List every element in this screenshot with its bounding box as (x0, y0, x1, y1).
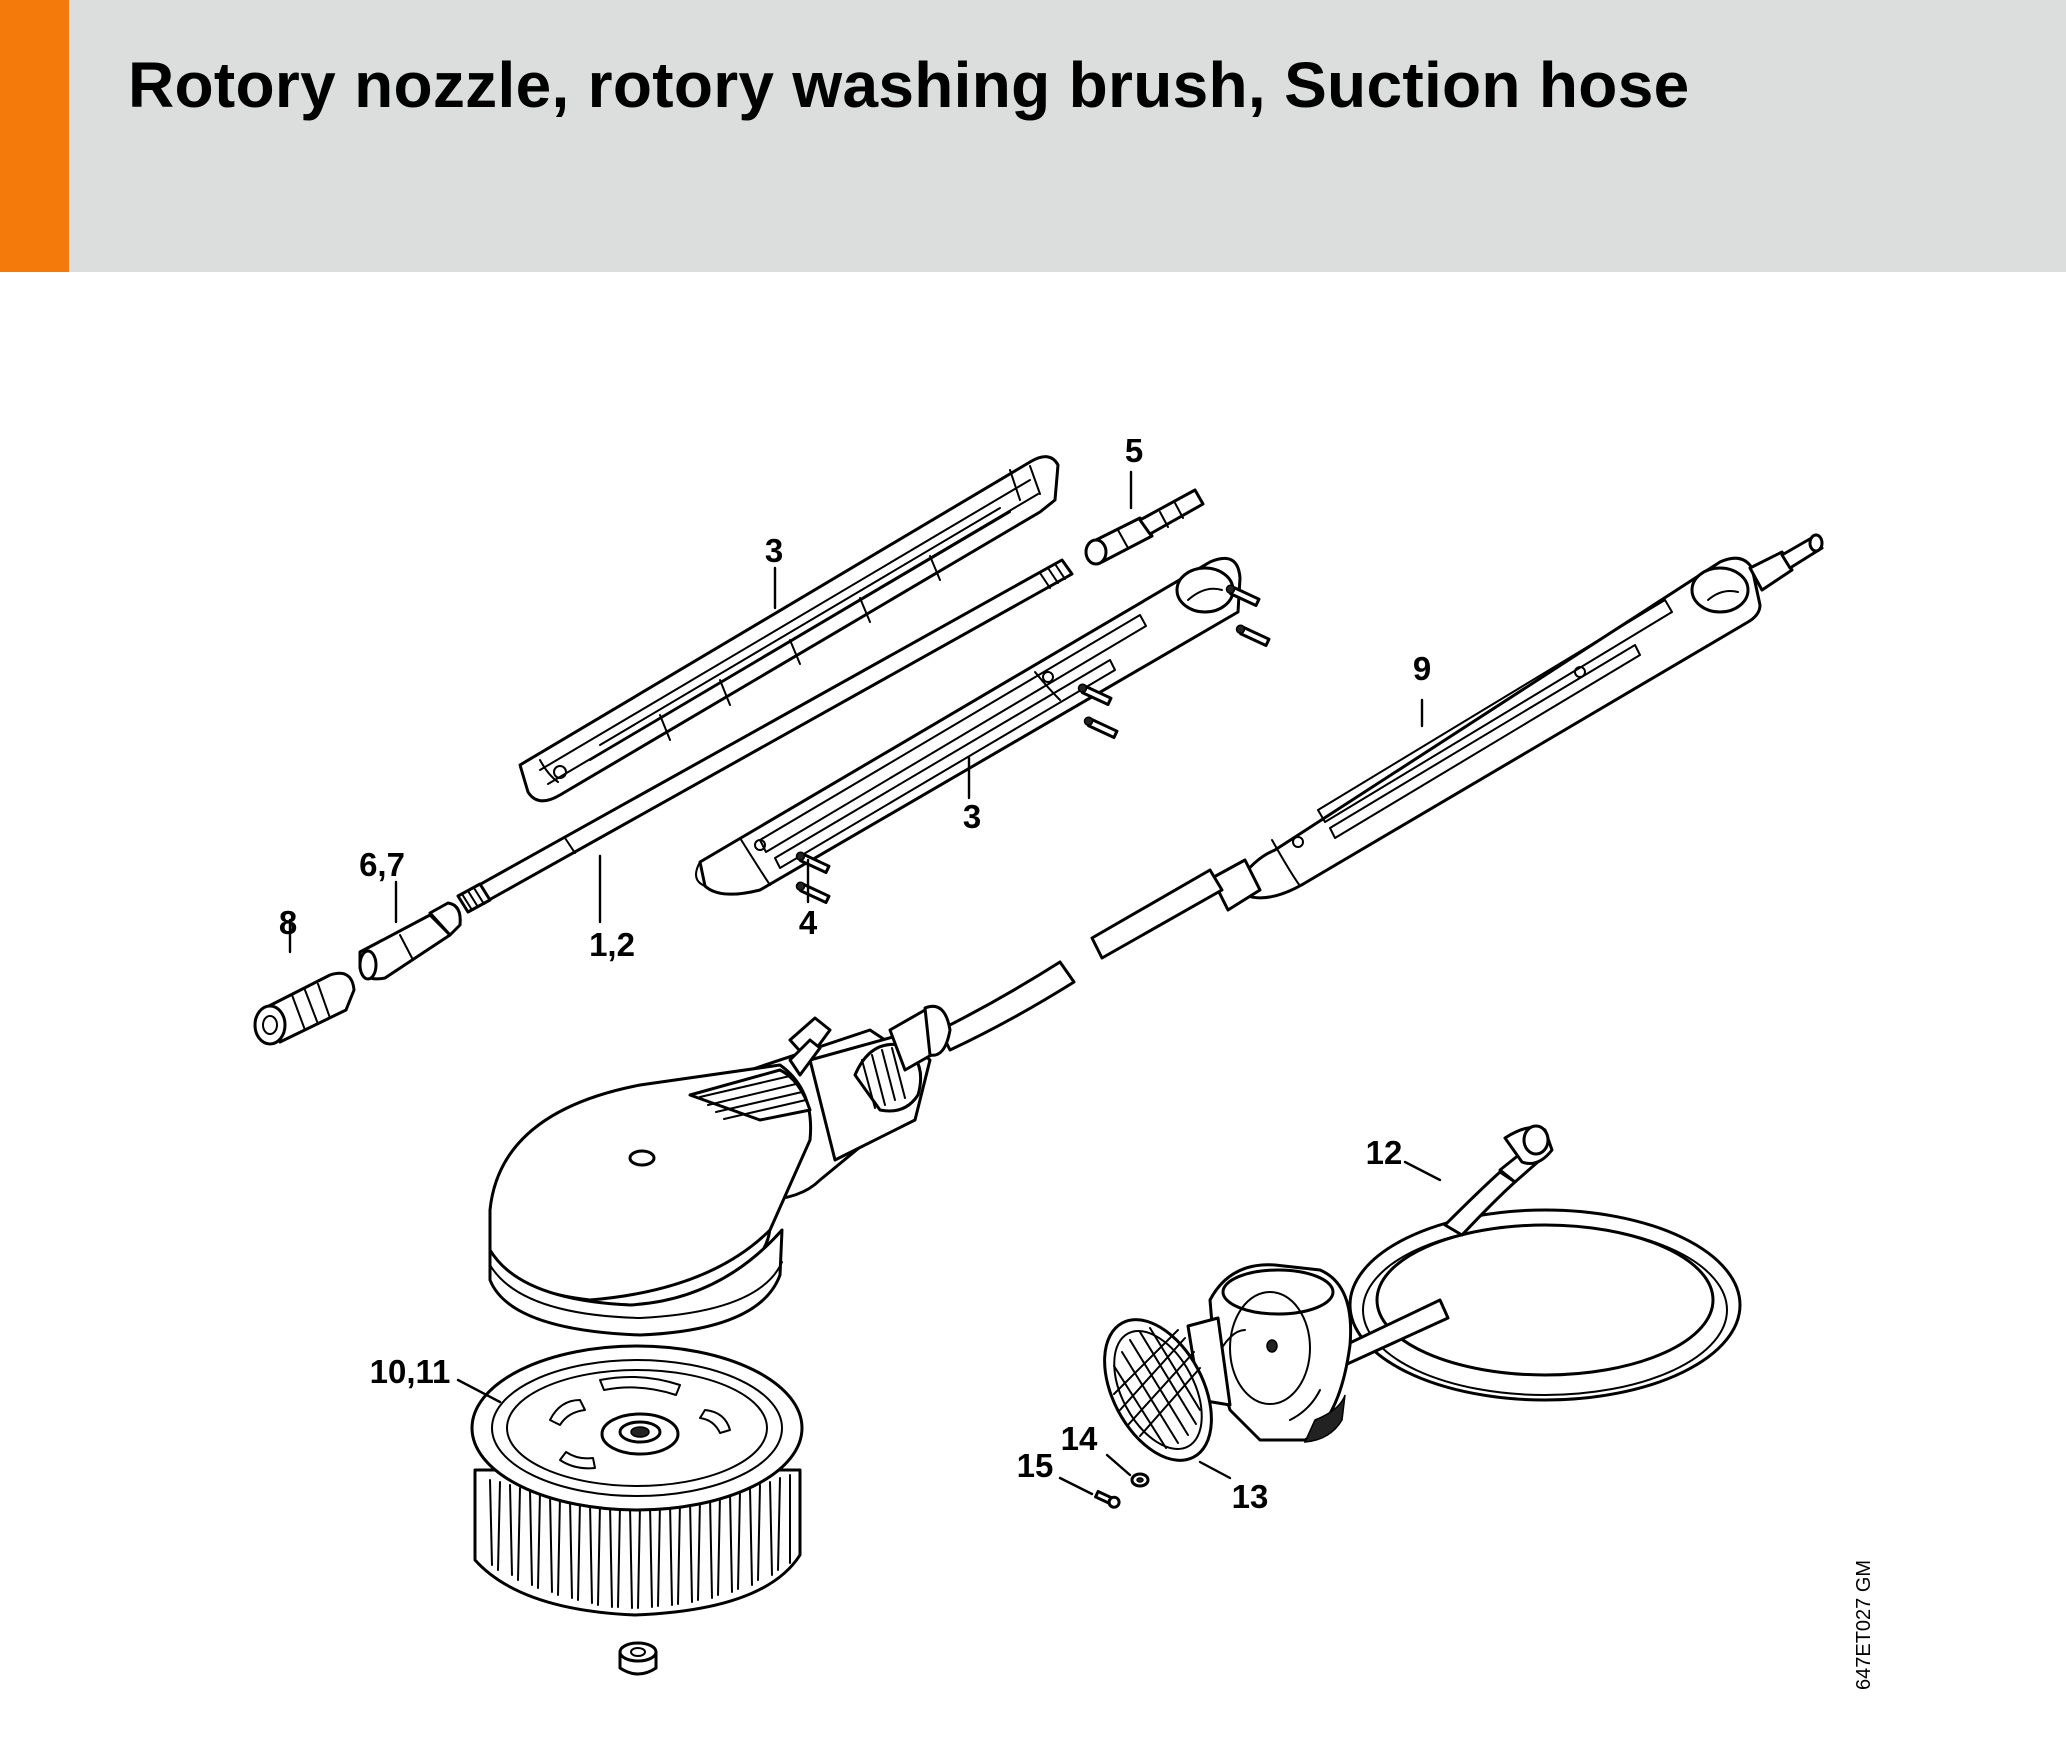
screw-part-15 (1094, 1489, 1121, 1509)
handle-half-shell-upper (518, 455, 1060, 803)
callout-12: 12 (1366, 1134, 1403, 1171)
washer-part-14 (1130, 1472, 1150, 1488)
callout-13: 13 (1232, 1478, 1269, 1515)
lance-long-part-9 (938, 533, 1824, 1052)
nozzle-part (358, 901, 462, 981)
nozzle-cap (253, 971, 356, 1046)
callout-3-lower: 3 (963, 798, 981, 835)
callout-15: 15 (1017, 1447, 1054, 1484)
callout-5: 5 (1125, 432, 1143, 469)
filter-housing-part (1186, 1263, 1353, 1443)
lance-tube (456, 558, 1074, 914)
filter-screen-part (1103, 1318, 1213, 1462)
callout-labels: 3 5 6,7 8 1,2 3 4 9 10,11 12 13 14 15 (279, 432, 1431, 1515)
suction-hose-part (1333, 1124, 1742, 1402)
callout-9: 9 (1413, 650, 1431, 687)
page-title: Rotory nozzle, rotory washing brush, Suc… (128, 49, 1690, 121)
handle-shell-lower (695, 557, 1242, 896)
brush-ring-part (470, 1344, 804, 1676)
diagram-reference-code: 647ET027 GM (1853, 1560, 1875, 1690)
rotary-brush-housing (488, 1004, 952, 1337)
coupling-part (1084, 488, 1205, 566)
callout-14: 14 (1061, 1420, 1098, 1457)
screws-part-4 (795, 584, 1271, 905)
callout-6-7: 6,7 (359, 846, 405, 883)
callout-4: 4 (799, 904, 818, 941)
leader-lines (288, 470, 1442, 1496)
header-bar (0, 0, 2066, 272)
callout-1-2: 1,2 (589, 926, 635, 963)
accent-stripe (0, 0, 69, 272)
callout-8: 8 (279, 904, 297, 941)
exploded-parts-diagram: 3 5 6,7 8 1,2 3 4 9 10,11 12 13 14 15 64… (253, 432, 1875, 1690)
callout-3-upper: 3 (765, 532, 783, 569)
callout-10-11: 10,11 (370, 1353, 451, 1390)
